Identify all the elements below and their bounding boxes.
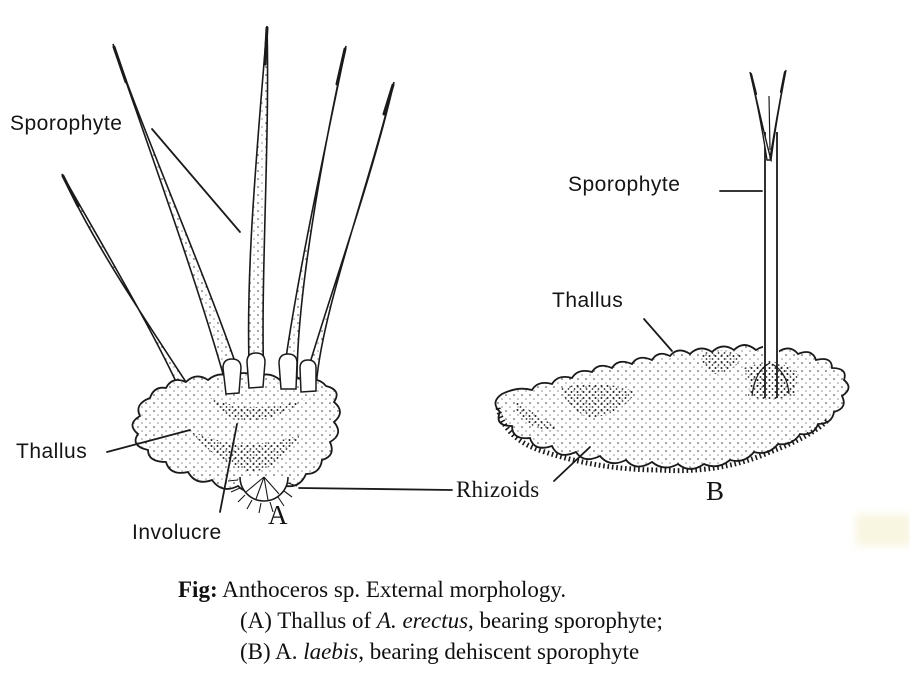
caption-a-prefix: (A) Thallus of <box>240 608 377 633</box>
label-sporophyte-a: Sporophyte <box>10 112 123 135</box>
leader-thallus-a <box>106 429 191 453</box>
label-thallus-a: Thallus <box>16 440 88 463</box>
thallus-b-shape <box>494 344 850 474</box>
caption-a-species: A. erectus <box>376 608 469 633</box>
label-involucre: Involucre <box>132 521 222 544</box>
leader-rhizoids-right <box>553 446 591 482</box>
caption-b-species: laebis <box>303 639 359 664</box>
caption-fig-label: Fig: <box>178 577 218 602</box>
leader-rhizoids-left <box>298 487 453 491</box>
caption-title-text: Anthoceros sp. External morphology. <box>222 577 567 602</box>
label-letter-a: A <box>268 500 288 530</box>
sporophyte-foot <box>748 360 795 400</box>
caption-line-b: (B) A. laebis, bearing dehiscent sporoph… <box>178 636 818 667</box>
label-rhizoids: Rhizoids <box>456 477 540 502</box>
caption-b-suffix: , bearing dehiscent sporophyte <box>358 639 640 664</box>
leader-involucre <box>219 423 238 513</box>
label-sporophyte-b: Sporophyte <box>568 173 681 196</box>
figure-caption: Fig: Anthoceros sp. External morphology.… <box>178 574 818 667</box>
horn-tips <box>61 26 395 208</box>
valve-tips <box>749 70 787 96</box>
caption-b-prefix: (B) A. <box>240 639 304 664</box>
scan-artifact <box>856 514 910 546</box>
rhizoids-tuft-a <box>227 476 298 514</box>
caption-line-a: (A) Thallus of A. erectus, bearing sporo… <box>178 605 818 636</box>
caption-a-suffix: , bearing sporophyte; <box>468 608 663 633</box>
leader-thallus-b <box>643 318 673 352</box>
leader-lines <box>106 128 763 513</box>
sporophyte-b-shape <box>748 69 795 400</box>
label-thallus-b: Thallus <box>552 289 624 312</box>
involucre-tubes <box>222 352 317 395</box>
caption-line-title: Fig: Anthoceros sp. External morphology. <box>178 574 818 605</box>
leader-sporophyte-a <box>151 128 241 233</box>
label-letter-b: B <box>706 476 725 506</box>
